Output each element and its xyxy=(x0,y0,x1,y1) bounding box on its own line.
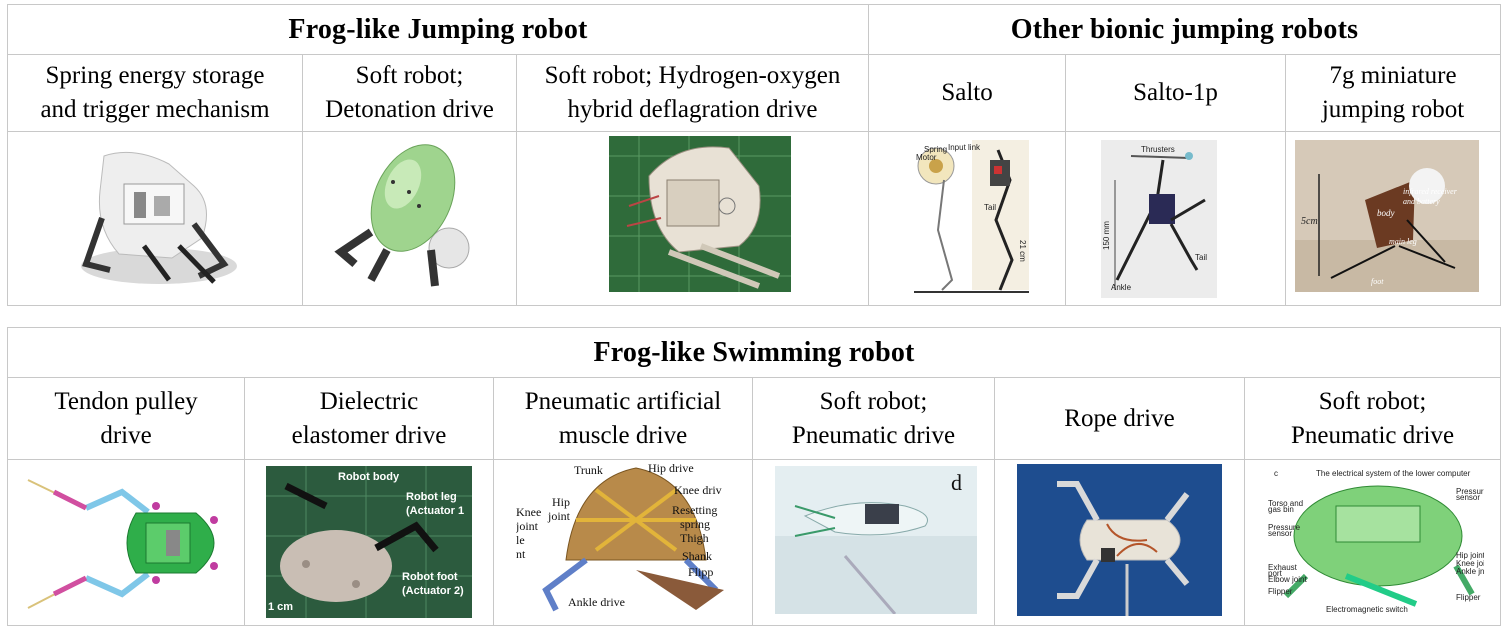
salto-motor-text: Motor xyxy=(916,153,937,162)
mini-foot-text: foot xyxy=(1371,277,1384,286)
soft-pneumatic-image-1: d xyxy=(775,466,977,614)
cell-spring-robot xyxy=(7,131,303,306)
sp2-port-text: port xyxy=(1268,569,1283,578)
salto-inputlink-text: Input link xyxy=(948,143,981,152)
cell-deflagration-robot xyxy=(515,131,870,306)
cell-soft-pneumatic-1: d xyxy=(752,459,995,626)
tendon-robot-image xyxy=(26,468,236,618)
cell-salto-1p: Thrusters 150 mm Tail Ankle xyxy=(1065,131,1287,306)
label-pneumatic-muscle: Pneumatic artificial muscle drive xyxy=(493,377,753,460)
pm-spring-text: spring xyxy=(680,517,710,531)
sp2-title-text: The electrical system of the lower compu… xyxy=(1316,469,1471,478)
sp2-switch-text: Electromagnetic switch xyxy=(1326,605,1408,614)
dielectric-leg-text: Robot leg xyxy=(406,491,457,503)
dielectric-actuator1-text: (Actuator 1 xyxy=(406,505,464,517)
pm-resetting-text: Resetting xyxy=(672,503,717,517)
sp2-flipper-text: Flipper xyxy=(1268,587,1293,596)
pm-nt-text: nt xyxy=(516,547,526,561)
cell-dielectric-robot: Robot body Robot leg (Actuator 1 Robot f… xyxy=(244,459,494,626)
dielectric-actuator2-text: (Actuator 2) xyxy=(402,585,464,597)
sp2-kneejoint-text: Knee joint xyxy=(1456,559,1484,568)
cell-soft-pneumatic-2: c The electrical system of the lower com… xyxy=(1243,459,1502,626)
mini-mainleg-text: main leg xyxy=(1389,237,1417,246)
dielectric-foot-text: Robot foot xyxy=(402,571,458,583)
mini-robot-image: 5cm body infrared receiver and battery m… xyxy=(1295,140,1480,292)
dielectric-robot-image: Robot body Robot leg (Actuator 1 Robot f… xyxy=(266,466,472,618)
pm-shank-text: Shank xyxy=(682,549,712,563)
sp2-elbow-text: Elbow joint xyxy=(1268,575,1307,584)
pm-hipdrive-text: Hip drive xyxy=(648,461,694,475)
mini-receiver-text: infrared receiver xyxy=(1403,187,1458,196)
cell-detonation-robot xyxy=(302,131,517,306)
pm-trunk-text: Trunk xyxy=(574,463,603,477)
label-detonation: Soft robot; Detonation drive xyxy=(302,54,517,132)
label-soft-pneumatic-2: Soft robot; Pneumatic drive xyxy=(1243,377,1502,460)
label-salto: Salto xyxy=(868,54,1067,132)
cell-salto: Spring Motor Input link Tail 21 cm xyxy=(868,131,1067,306)
salto1p-thrusters-text: Thrusters xyxy=(1141,145,1175,154)
pm-thigh-text: Thigh xyxy=(680,531,709,545)
mini-battery-text: and battery xyxy=(1403,197,1440,206)
swimming-table: Frog-like Swimming robot Tendon pulley d… xyxy=(6,327,1502,626)
mini-body-text: body xyxy=(1377,208,1395,218)
salto1p-ankle-text: Ankle xyxy=(1111,283,1132,292)
soft-pneumatic-image-2: c The electrical system of the lower com… xyxy=(1266,466,1484,616)
label-deflagration: Soft robot; Hydrogen-oxygen hybrid defla… xyxy=(515,54,870,132)
rope-drive-image xyxy=(1017,464,1222,616)
sp2-sensor2-text: sensor xyxy=(1268,529,1292,538)
pm-kneedriv-text: Knee driv xyxy=(674,483,722,497)
cell-7g-robot: 5cm body infrared receiver and battery m… xyxy=(1285,131,1502,306)
label-tendon-pulley: Tendon pulley drive xyxy=(7,377,245,460)
spring-robot-image xyxy=(74,146,239,288)
sp2-exhaust-text: Exhaust xyxy=(1268,563,1298,572)
soft-pneumatic-d-text: d xyxy=(951,470,962,495)
frog-jumping-header: Frog-like Jumping robot xyxy=(6,4,870,55)
label-dielectric: Dielectric elastomer drive xyxy=(244,377,494,460)
pneumatic-muscle-image: Trunk Hip drive Knee driv Resetting spri… xyxy=(516,460,724,612)
label-7g-robot: 7g miniature jumping robot xyxy=(1285,54,1502,132)
pm-hip-text: Hip xyxy=(552,495,570,509)
salto1p-tail-text: Tail xyxy=(1195,253,1207,262)
sp2-hipjoint-text: Hip joint xyxy=(1456,551,1484,560)
label-rope-drive: Rope drive xyxy=(994,377,1245,460)
salto-1p-image: Thrusters 150 mm Tail Ankle xyxy=(1101,140,1218,298)
sp2-pressure2-text: Pressure xyxy=(1268,523,1301,532)
jumping-table: Frog-like Jumping robot Other bionic jum… xyxy=(6,4,1502,306)
pm-kneejoint-text: joint xyxy=(516,519,539,533)
deflagration-robot-image xyxy=(609,136,791,292)
pm-knee-text: Knee xyxy=(516,505,541,519)
label-salto-1p: Salto-1p xyxy=(1065,54,1287,132)
sp2-torso-text: Torso and xyxy=(1268,499,1303,508)
salto-tail-text: Tail xyxy=(984,203,996,212)
dielectric-1cm-text: 1 cm xyxy=(268,601,293,613)
cell-rope-drive-robot xyxy=(994,459,1245,626)
pm-flipp-text: Flipp xyxy=(688,565,713,579)
pm-le-text: le xyxy=(516,533,525,547)
detonation-robot-image xyxy=(331,140,479,290)
salto-21cm-text: 21 cm xyxy=(1018,240,1027,262)
cell-pneumatic-muscle-robot: Trunk Hip drive Knee driv Resetting spri… xyxy=(493,459,753,626)
sp2-anklejnt-text: Ankle jnt xyxy=(1456,567,1484,576)
label-spring-energy: Spring energy storage and trigger mechan… xyxy=(7,54,303,132)
sp2-c-text: c xyxy=(1274,469,1278,478)
label-soft-pneumatic-1: Soft robot; Pneumatic drive xyxy=(752,377,995,460)
other-jumping-header: Other bionic jumping robots xyxy=(868,4,1502,55)
salto-image: Spring Motor Input link Tail 21 cm xyxy=(914,140,1030,298)
salto1p-150mm-text: 150 mm xyxy=(1102,221,1111,250)
dielectric-body-text: Robot body xyxy=(338,471,400,483)
sp2-sensor-text: sensor xyxy=(1456,493,1480,502)
sp2-flipper2-text: Flipper xyxy=(1456,593,1481,602)
pm-hipjoint-text: joint xyxy=(547,509,571,523)
cell-tendon-robot xyxy=(7,459,245,626)
pm-ankledrive-text: Ankle drive xyxy=(568,595,625,609)
mini-5cm-text: 5cm xyxy=(1301,216,1318,227)
salto-spring-text: Spring xyxy=(924,145,947,154)
sp2-pressure-text: Pressure xyxy=(1456,487,1484,496)
sp2-gasbin-text: gas bin xyxy=(1268,505,1294,514)
frog-swimming-header: Frog-like Swimming robot xyxy=(6,327,1502,378)
